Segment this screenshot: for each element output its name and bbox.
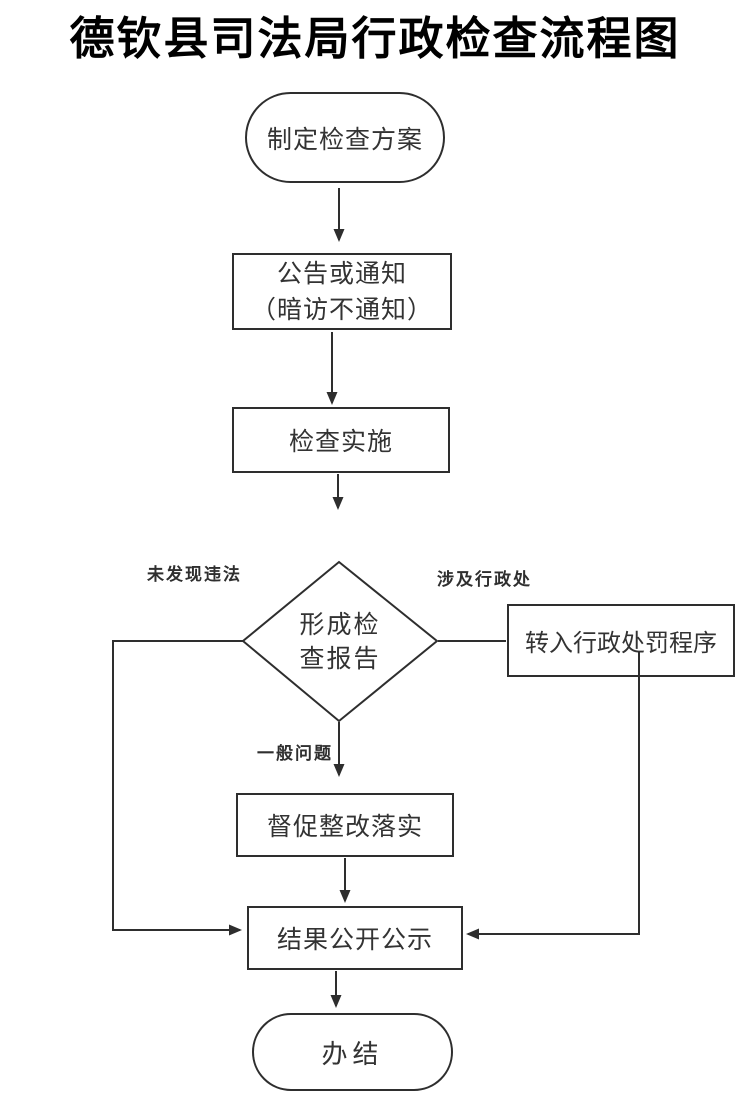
- node-penalty: 转入行政处罚程序: [507, 604, 735, 677]
- node-notice-line2: （暗访不通知）: [250, 295, 433, 324]
- node-publish: 结果公开公示: [247, 906, 463, 970]
- edge-label-general-issue: 一般问题: [257, 744, 333, 763]
- edge-penalty-publish: [466, 652, 640, 940]
- page-title: 德钦县司法局行政检查流程图: [69, 14, 681, 64]
- edge-no-violation-publish: [112, 640, 243, 936]
- node-notice-line1: 公告或通知: [276, 259, 407, 288]
- node-notice: 公告或通知 （暗访不通知）: [232, 253, 452, 330]
- node-end-label: 办结: [321, 1038, 384, 1069]
- node-penalty-label: 转入行政处罚程序: [525, 630, 717, 657]
- edge-label-penalty-branch: 涉及行政处: [437, 570, 532, 589]
- edge-label-no-violation: 未发现违法: [147, 565, 242, 584]
- node-implement-label: 检查实施: [288, 428, 393, 456]
- node-rectify-label: 督促整改落实: [266, 813, 423, 841]
- node-implement: 检查实施: [232, 407, 450, 473]
- node-decision-text: 形成检 查报告: [280, 608, 400, 676]
- node-end: 办结: [252, 1013, 453, 1091]
- node-decision-line1: 形成检: [299, 611, 381, 639]
- node-start-label: 制定检查方案: [266, 125, 423, 154]
- node-publish-label: 结果公开公示: [276, 926, 433, 954]
- node-decision-line2: 查报告: [299, 645, 381, 673]
- node-rectify: 督促整改落实: [236, 793, 454, 857]
- node-start: 制定检查方案: [245, 92, 445, 183]
